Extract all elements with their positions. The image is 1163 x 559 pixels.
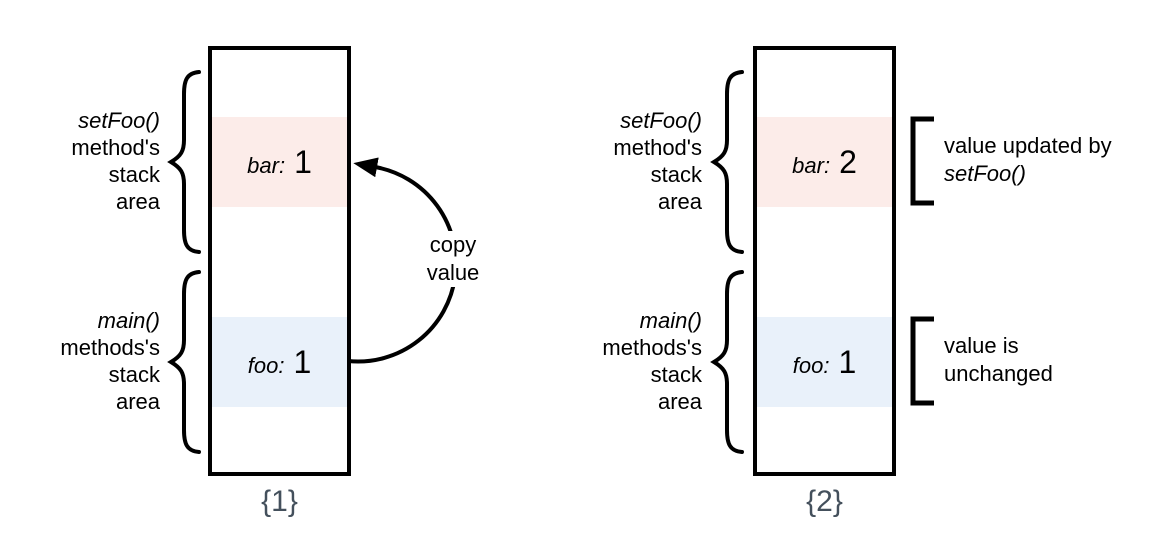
variable-foo-2: foo: 1 (793, 344, 857, 381)
variable-name-label: bar: (247, 152, 286, 178)
variable-bar-1: bar: 1 (247, 144, 312, 181)
annotation-value-updated: value updated by setFoo() (944, 132, 1159, 188)
stack-frame-bar-2: bar: 2 (757, 117, 892, 207)
bracket-value-unchanged (910, 316, 934, 406)
stack-frame-bar-1: bar: 1 (212, 117, 347, 207)
stack-area-label-setfoo-1: setFoo() method's stack area (15, 107, 160, 215)
panel-caption-2: {2} (806, 485, 843, 518)
method-name: main() (639, 308, 702, 333)
method-name: setFoo() (78, 108, 160, 133)
label-line: methods's (602, 335, 702, 360)
annotation-value-unchanged: value is unchanged (944, 332, 1159, 388)
stack-rect-panel-2: bar: 2 foo: 1 (753, 46, 896, 476)
copy-value-label: copy value (407, 231, 499, 287)
annotation-line: value updated by (944, 133, 1112, 158)
curly-brace-main-panel-2 (710, 270, 744, 454)
stack-area-label-setfoo-2: setFoo() method's stack area (557, 107, 702, 215)
label-line: stack (108, 162, 160, 187)
stack-area-label-main-2: main() methods's stack area (557, 307, 702, 415)
variable-name-label: foo: (792, 352, 830, 378)
curly-brace-setfoo-panel-1 (167, 70, 201, 254)
panel-caption-1: {1} (261, 485, 298, 518)
variable-foo-1: foo: 1 (248, 344, 312, 381)
variable-name-label: foo: (247, 352, 285, 378)
bracket-value-updated (910, 116, 934, 206)
variable-bar-2: bar: 2 (792, 144, 857, 181)
variable-value: 1 (293, 343, 312, 380)
label-line: stack (108, 362, 160, 387)
stack-area-label-main-1: main() methods's stack area (15, 307, 160, 415)
method-name: main() (97, 308, 160, 333)
variable-value: 1 (294, 143, 312, 180)
label-line: area (657, 189, 702, 214)
annotation-method-name: setFoo() (944, 161, 1026, 186)
label-line: method's (613, 135, 702, 160)
stack-frame-foo-2: foo: 1 (757, 317, 892, 407)
annotation-line: value is (944, 333, 1019, 358)
variable-name-label: bar: (792, 152, 831, 178)
variable-value: 1 (838, 343, 857, 380)
label-line: stack (650, 162, 702, 187)
label-line: method's (71, 135, 160, 160)
label-line: area (115, 189, 160, 214)
copy-value-line: copy (429, 232, 477, 257)
label-line: area (115, 389, 160, 414)
stack-frame-foo-1: foo: 1 (212, 317, 347, 407)
curly-brace-setfoo-panel-2 (710, 70, 744, 254)
annotation-line: unchanged (944, 361, 1053, 386)
curly-brace-main-panel-1 (167, 270, 201, 454)
method-name: setFoo() (620, 108, 702, 133)
copy-value-line: value (426, 260, 480, 285)
label-line: methods's (60, 335, 160, 360)
label-line: area (657, 389, 702, 414)
stack-rect-panel-1: bar: 1 foo: 1 (208, 46, 351, 476)
label-line: stack (650, 362, 702, 387)
variable-value: 2 (839, 143, 857, 180)
